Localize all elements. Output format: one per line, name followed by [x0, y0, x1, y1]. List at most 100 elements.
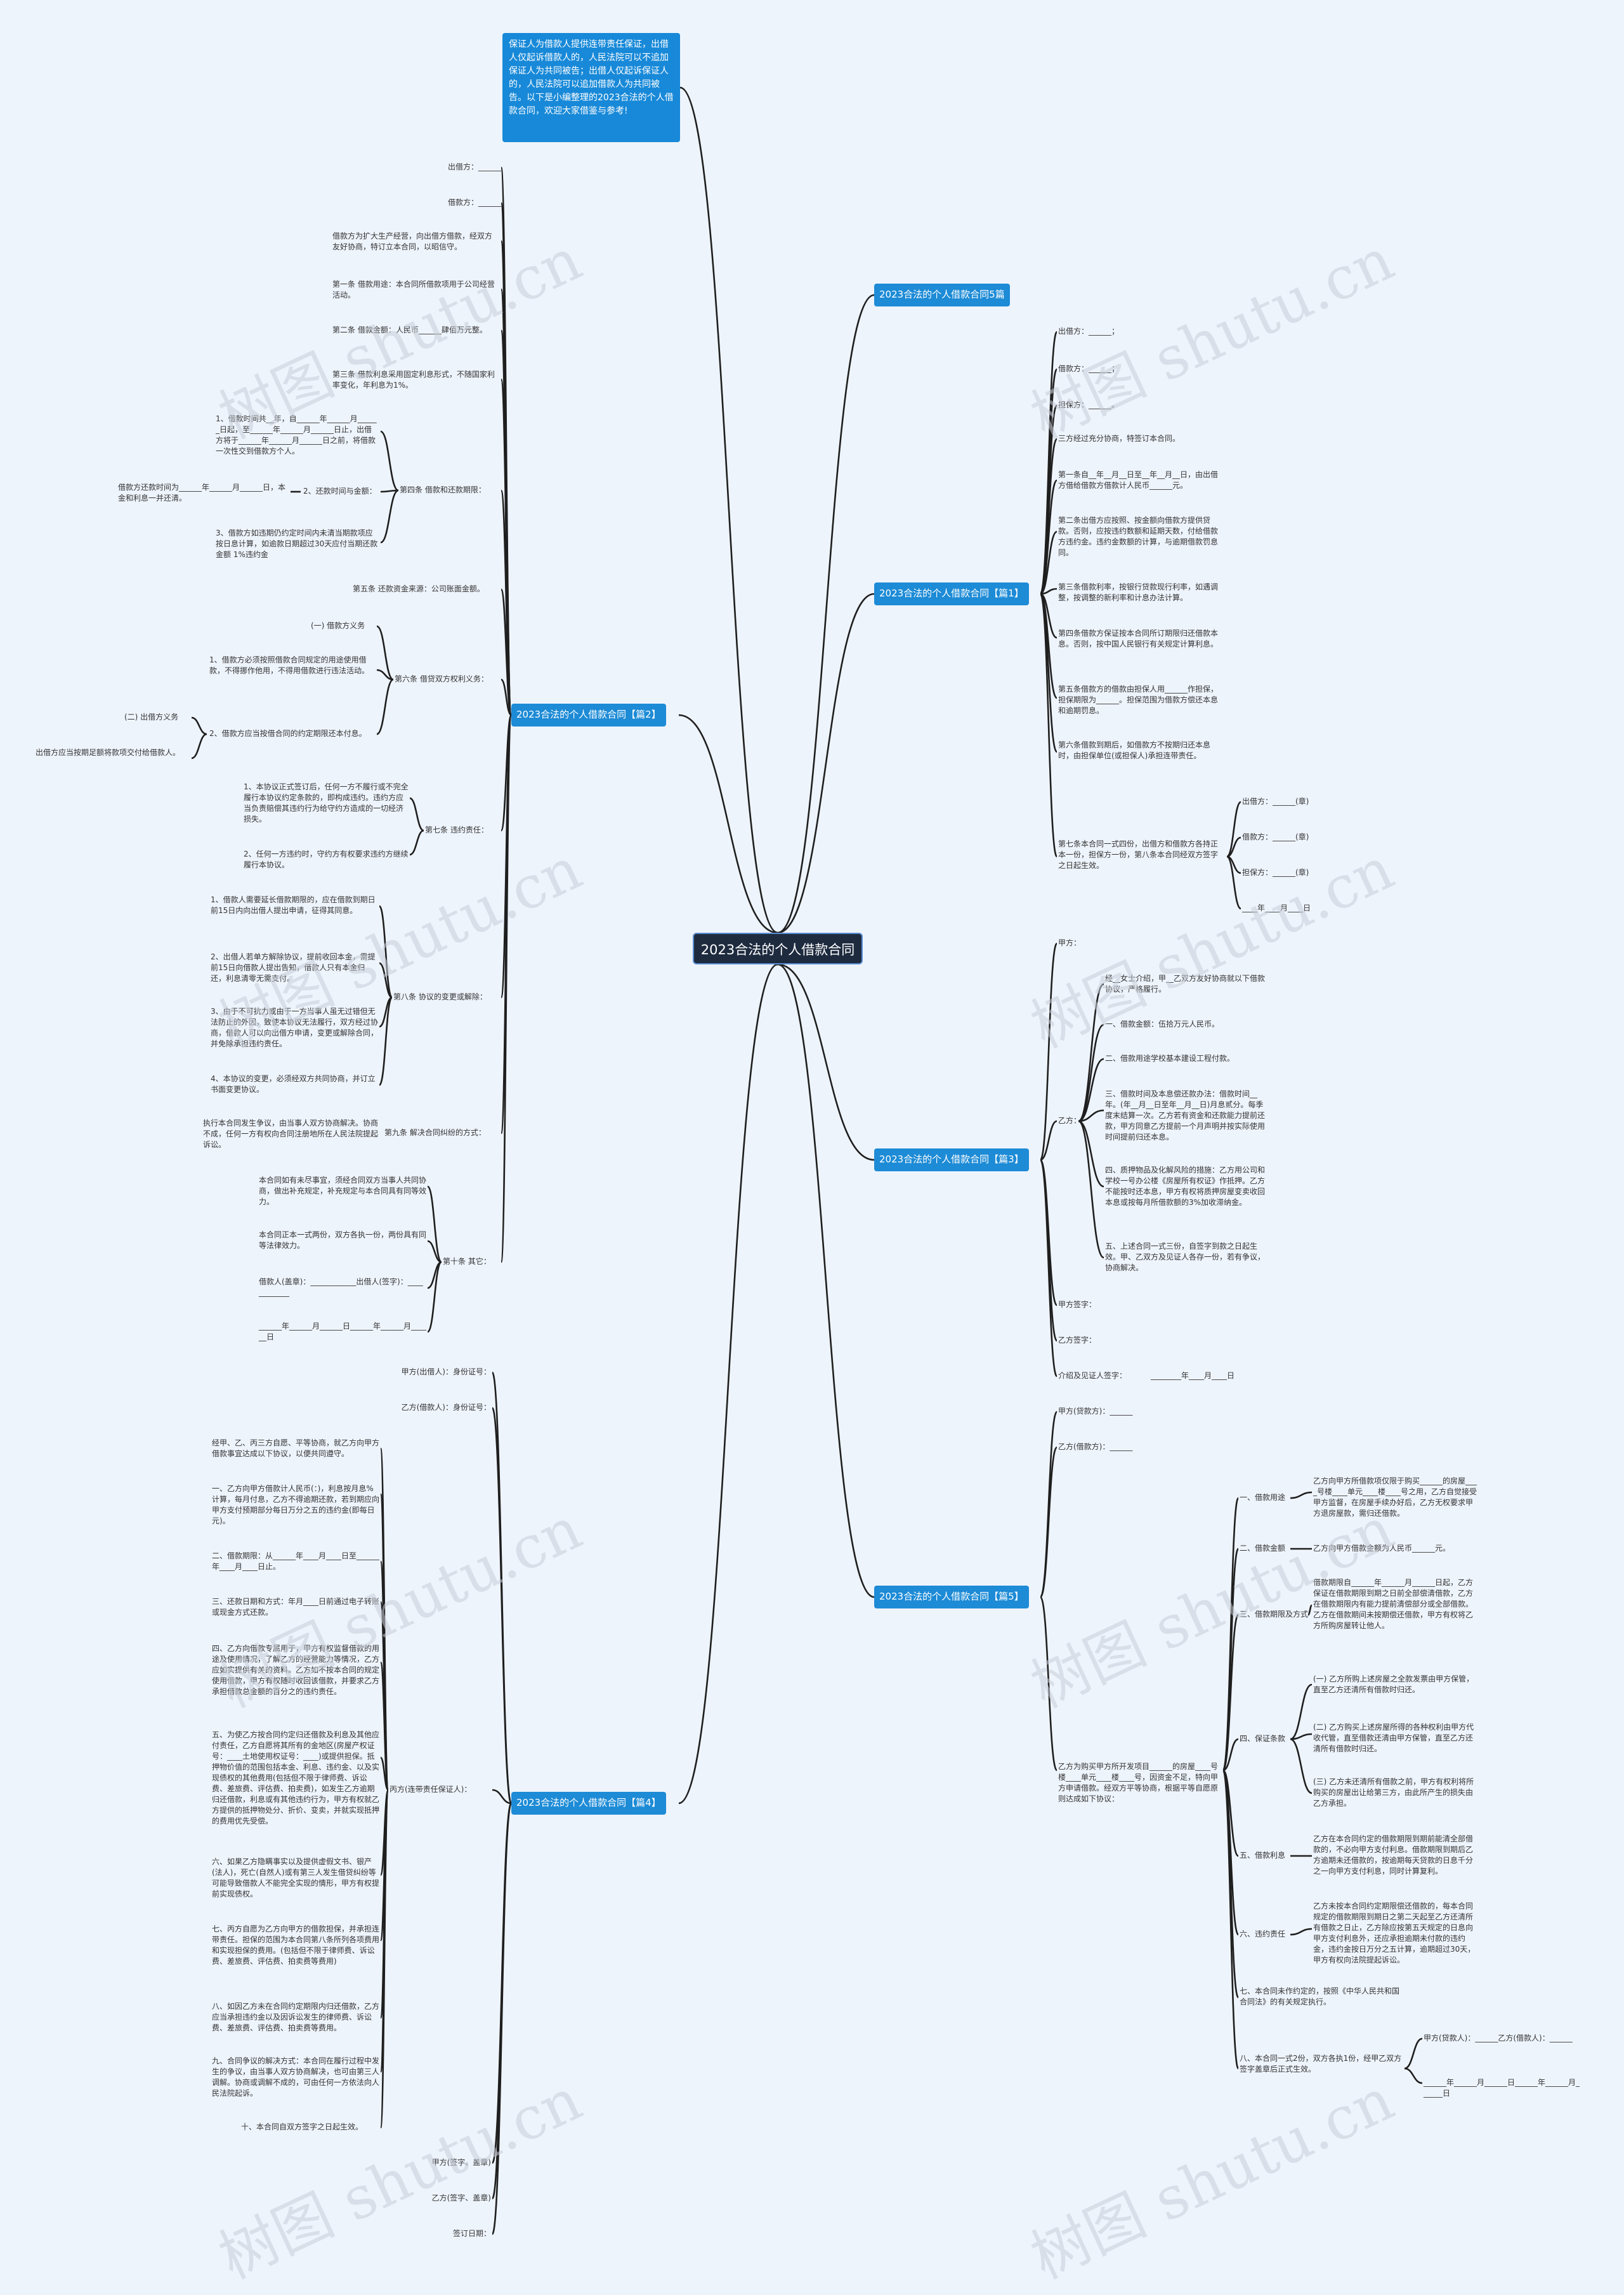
connector-a5 — [1039, 1596, 1058, 1772]
connector-a2-art6-sub — [191, 716, 207, 735]
connector-a1-sign — [1226, 836, 1241, 858]
connector-a5-leaf — [1290, 1738, 1313, 1794]
connector-a4-c — [379, 1789, 390, 1876]
a5-item: 甲方(贷款方)：______ — [1058, 1407, 1133, 1416]
connector-a1 — [1039, 593, 1058, 753]
connector-a5-leaf — [1290, 1491, 1313, 1499]
connector-a3-b — [1078, 1058, 1104, 1122]
a1-item: 第五条借款方的借款由担保人用______作担保，担保期限为______。担保范围… — [1058, 685, 1219, 715]
connector-a2-art10 — [427, 1240, 442, 1263]
a4-c-item: 五、为使乙方按合同约定归还借款及利息及其他应付责任，乙方自愿将其所有的金地区(房… — [212, 1730, 380, 1825]
connector-a4 — [491, 1802, 513, 2164]
a1-item: 第一条自__年__月__日至__年__月__日，由出借方借给借款方借款计人民币_… — [1058, 470, 1219, 490]
a2-art10: 本合同正本一式两份，双方各执一份，两份具有同等法律效力。 — [259, 1230, 427, 1250]
connector-a4 — [491, 1802, 513, 2235]
connector-a2-art6 — [376, 625, 394, 681]
connector-a5-sign — [1404, 2067, 1423, 2084]
connector-a4-c — [379, 1447, 390, 1791]
root-topic[interactable]: 2023合法的个人借款合同 — [693, 933, 863, 964]
a2-item: 第七条 违约责任： — [425, 825, 488, 834]
connector-a4 — [491, 1802, 513, 2200]
connector-a2-art10 — [426, 1261, 443, 1333]
connector-a4-c — [379, 1789, 390, 2129]
a1-item: 出借方：______； — [1058, 327, 1120, 336]
connector-a2-art4 — [380, 489, 399, 493]
connector-a1 — [1039, 479, 1058, 595]
connector-a3 — [1040, 1120, 1058, 1161]
branch-article-3[interactable]: 2023合法的个人借款合同【篇3】 — [874, 1148, 1029, 1171]
a3-item: 甲方签字： — [1058, 1300, 1097, 1309]
connector-a1 — [1039, 593, 1058, 699]
intro-note[interactable]: 保证人为借款人提供连带责任保证，出借人仅起诉借款人的，人民法院可以不追加保证人为… — [502, 33, 680, 142]
a3-item: 甲方： — [1058, 938, 1082, 947]
connector-a4 — [491, 1371, 513, 1805]
a1-sign: 借款方：______(章) — [1242, 832, 1309, 841]
a2-art6-sub: 出借方应当按期足额将款项交付给借款人。 — [36, 748, 181, 757]
branch-article-5[interactable]: 2023合法的个人借款合同【篇5】 — [874, 1586, 1029, 1608]
connector-a5-leaf — [1307, 1604, 1313, 1616]
a2-item: 第一条 借款用途：本合同所借款项用于公司经营活动。 — [332, 280, 495, 299]
a2-art6-sub: (二) 出借方义务 — [124, 713, 179, 721]
a1-item: 借款方：______； — [1058, 364, 1120, 373]
a1-sign: ____年____月____日 — [1242, 904, 1311, 912]
a5-item: 乙方为购买甲方所开发项目______的房屋____号楼____单元____楼__… — [1058, 1762, 1219, 1803]
branch-overview[interactable]: 2023合法的个人借款合同5篇 — [874, 284, 1010, 306]
a3-b-item: 经__女士介绍，甲__乙双方友好协商就以下借款协议，严格履行。 — [1105, 974, 1266, 994]
connector-a2 — [500, 714, 513, 1134]
connector-a1 — [1039, 438, 1058, 595]
connector-a3 — [1039, 1159, 1058, 1306]
a2-art4: 3、借款方如违期仍约定时间内未清当期款项应按日息计算，如逾款日期超过30天应付当… — [216, 529, 378, 559]
a3-b-item: 三、借款时间及本息偿还款办法：借款时间__年。(年__月__日至年__月__日)… — [1105, 1089, 1266, 1141]
connector-a4-c — [379, 1601, 390, 1791]
a3-b-item: 四、质押物品及化解风险的措施：乙方用公司和学校一号办公楼《房屋所有权证》作抵押。… — [1105, 1166, 1266, 1207]
a2-item: 第九条 解决合同纠纷的方式： — [384, 1128, 486, 1137]
connector-a2 — [500, 202, 513, 716]
a2-art7: 1、本协议正式签订后，任何一方不履行或不完全履行本协议约定条款的，即构成违约。违… — [244, 782, 409, 824]
connector-a3 — [1039, 942, 1058, 1161]
connector-a5-d — [1222, 1497, 1240, 1772]
a1-item: 第四条借款方保证按本合同所订期限归还借款本息。否则，按中国人民银行有关规定计算利… — [1058, 629, 1219, 648]
a4-c-item: 六、如果乙方隐瞒事实以及提供虚假文书、银产(法人)，死亡(自然人)或有第三人发生… — [212, 1857, 380, 1898]
a5-d-leaf: (三) 乙方未还清所有借款之前，甲方有权利将所购买的房屋出让给第三方，由此所产生… — [1313, 1777, 1474, 1808]
connector-a5-leaf — [1290, 1733, 1313, 1740]
connector-a5-d — [1222, 1769, 1240, 2070]
a4-item: 乙方(借款人)：身份证号： — [401, 1403, 491, 1412]
branch-article-2[interactable]: 2023合法的个人借款合同【篇2】 — [511, 704, 666, 727]
connector-a2-art10 — [427, 1261, 442, 1289]
connector-a2 — [500, 288, 513, 716]
connector-a4-c — [379, 1661, 390, 1791]
a5-d-item: 四、保证条款 — [1240, 1734, 1286, 1743]
branch-article-1[interactable]: 2023合法的个人借款合同【篇1】 — [874, 582, 1029, 605]
a2-item: 借款方为扩大生产经营，向出借方借款，经双方友好协商，特订立本合同，以昭信守。 — [332, 232, 493, 251]
a5-sign: ______年______月______日______年______月_____… — [1424, 2078, 1580, 2098]
a5-d-item: 二、借款金额 — [1240, 1544, 1286, 1553]
a4-c-item: 八、如因乙方未在合同约定期限内归还借款，乙方应当承担违约金以及因诉讼发生的律师费… — [212, 2002, 380, 2032]
connector-a2-art6 — [376, 669, 394, 681]
connector-a2-art4 — [380, 430, 399, 492]
a4-c-item: 一、乙方向甲方借款计人民币(：)，利息按月息%计算，每月付息，乙方不得逾期还款，… — [212, 1484, 380, 1525]
connector-a1 — [1039, 404, 1058, 595]
connector-a2 — [500, 489, 513, 716]
a5-d-item: 八、本合同一式2份，双方各执1份，经甲乙双方签字盖章后正式生效。 — [1240, 2054, 1402, 2074]
connector-a2-art8 — [379, 996, 393, 1028]
a2-art6: 1、借款方必须按照借款合同规定的用途使用借款，不得挪作他用，不得用借款进行违法活… — [209, 655, 370, 675]
connector-a2 — [500, 714, 513, 1263]
connector-a4 — [492, 1789, 512, 1805]
connector-a5 — [1039, 1411, 1058, 1598]
connector-branch — [777, 963, 875, 1598]
connector-a2 — [500, 240, 513, 716]
a3-item: 乙方： — [1058, 1116, 1082, 1125]
a5-d-leaf: 乙方未按本合同约定期限偿还借款的，每本合同规定的借款期限到期日之第二天起至乙方还… — [1313, 1902, 1476, 1964]
a3-item: 介绍及见证人签字： — [1058, 1371, 1127, 1380]
a5-d-leaf: 乙方向甲方借款金额为人民币______元。 — [1313, 1544, 1451, 1553]
a5-d-item: 一、借款用途 — [1240, 1493, 1286, 1502]
connector-a4-c — [379, 1493, 390, 1791]
a2-item: 借款方：______ — [447, 198, 501, 207]
branch-article-4[interactable]: 2023合法的个人借款合同【篇4】 — [511, 1792, 666, 1815]
a2-item: 出借方：______ — [447, 162, 501, 171]
a1-item: 担保方：______。 — [1058, 400, 1120, 409]
connector-branch — [777, 294, 875, 934]
connector-a3-b — [1078, 983, 1104, 1122]
connector-branch — [678, 963, 778, 1805]
connector-a5 — [1039, 1446, 1058, 1598]
